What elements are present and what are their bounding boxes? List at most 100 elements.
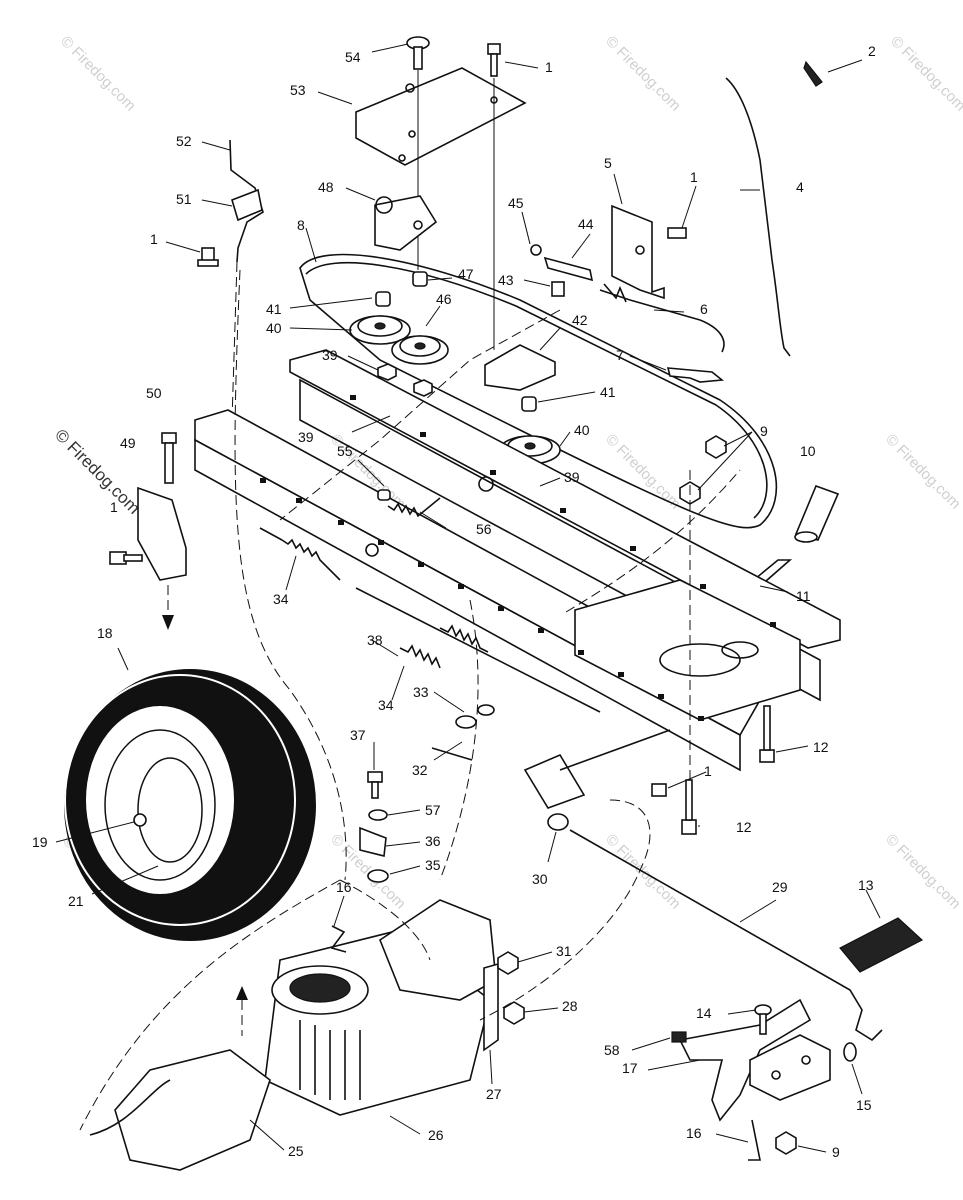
callout: 34 [273,591,289,607]
watermark: © Firedog.com [887,33,963,115]
watermark: © Firedog.com [882,831,963,913]
shift-arm [483,962,499,1052]
rear-wheel [64,669,316,941]
callout: 17 [622,1060,638,1076]
nut [679,435,727,505]
callout: 21 [68,893,84,909]
clip [330,925,347,953]
callout: 1 [704,763,712,779]
pulley [349,315,411,345]
watermark: © Firedog.com [882,431,963,513]
watermark: © Firedog.com [602,33,684,115]
callout: 6 [700,301,708,317]
callouts: 54 1 2 53 52 51 1 48 8 45 44 5 1 4 47 43… [32,43,876,1160]
hair-pin-clip [748,1119,761,1161]
hex-bolt [197,247,219,267]
leader-lines [55,43,881,1153]
brake-lever [666,367,725,383]
callout: 31 [556,943,572,959]
hand-grip [794,484,840,543]
clutch-arm [530,244,594,282]
callout: 30 [532,871,548,887]
nut [497,951,525,1025]
watermark: © Firedog.com [602,431,684,513]
belt-guide-bracket [484,344,556,391]
support-bracket [611,204,665,300]
callout: 40 [266,320,282,336]
side-bracket [137,486,187,581]
callout: 41 [266,301,282,317]
drive-rod [355,587,601,713]
nut [775,1131,797,1155]
hex-bolt [759,705,775,763]
carriage-bolt [406,36,430,70]
hex-bolt [667,227,687,239]
callout: 55 [337,443,353,459]
callout: 57 [425,802,441,818]
spring [387,497,441,518]
drive-belt [299,253,778,529]
spring [399,644,441,669]
callout: 38 [367,632,383,648]
clutch-rod [599,283,725,353]
callout: 19 [32,834,48,850]
callout: 37 [350,727,366,743]
hex-bolt [681,779,697,835]
callout: 29 [772,879,788,895]
shift-rod [569,829,883,1042]
callout: 5 [604,155,612,171]
callout: 58 [604,1042,620,1058]
hex-bolt [487,43,501,77]
callout: 39 [298,429,314,445]
control-rod [725,77,791,357]
callout: 33 [413,684,429,700]
deck-plate [355,67,527,166]
cotter-pin [431,747,473,761]
washer [843,1042,857,1062]
callout: 44 [578,216,594,232]
callout: 53 [290,82,306,98]
lever-bracket [229,139,264,421]
pedal-pad [839,917,924,973]
spring [439,624,489,653]
watermark: © Firedog.com [57,33,139,115]
callout: 4 [796,179,804,195]
callout: 14 [696,1005,712,1021]
callout: 26 [428,1127,444,1143]
callout: 1 [150,231,158,247]
washer [455,704,495,729]
frame-holes [260,395,776,721]
callout: 2 [868,43,876,59]
callout: 16 [686,1125,702,1141]
arrow-icon [236,986,248,1036]
callout: 32 [412,762,428,778]
callout: 52 [176,133,192,149]
callout: 13 [858,877,874,893]
callout: 11 [796,588,811,604]
pedal-assembly [678,998,831,1122]
callout: 12 [813,739,829,755]
hex-bolt [109,551,143,565]
callout: 50 [146,385,162,401]
callout: 7 [616,347,624,363]
callout: 10 [800,443,816,459]
spacer [375,271,537,412]
callout: 12 [736,819,752,835]
callout: 48 [318,179,334,195]
callout: 1 [110,499,118,515]
arrow-icon [162,615,174,630]
hex-bolt [651,783,667,797]
hex-bolt [551,281,565,297]
spring [803,60,823,87]
callout: 40 [574,422,590,438]
transaxle [89,899,497,1171]
shoulder-bolt [377,489,391,501]
frame-rail-upper [289,349,841,702]
pulley [391,335,449,365]
callout: 9 [760,423,768,439]
frame-plate [574,579,801,721]
callout: 34 [378,697,394,713]
pad [671,1031,687,1043]
callout: 41 [600,384,616,400]
